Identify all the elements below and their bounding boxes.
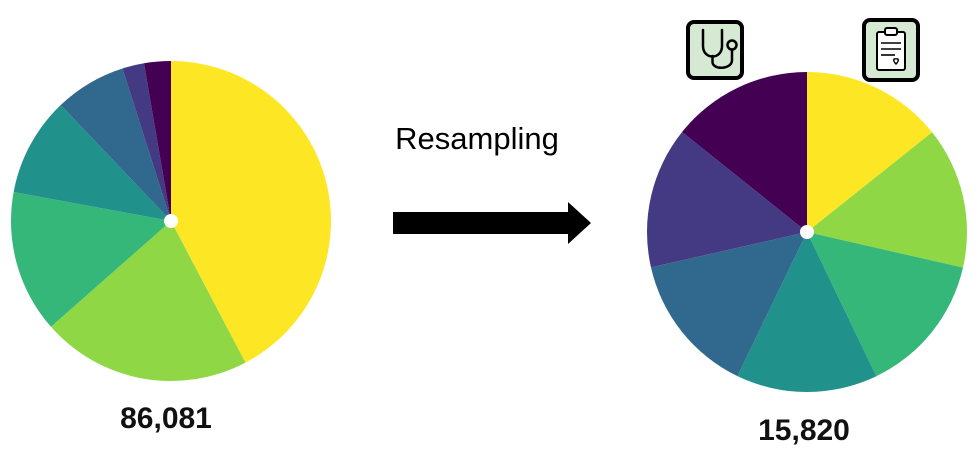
pie-chart-after xyxy=(647,72,967,393)
after-slice-6 xyxy=(647,132,807,268)
after-slice-2 xyxy=(807,132,967,268)
before-slice-6 xyxy=(122,63,171,222)
before-slice-2 xyxy=(50,221,246,382)
after-slice-4 xyxy=(737,232,877,393)
before-slice-4 xyxy=(13,105,171,221)
before-slice-5 xyxy=(60,68,171,221)
after-slice-3 xyxy=(807,232,963,377)
resampling-label: Resampling xyxy=(395,121,559,156)
before-center-dot xyxy=(164,214,178,228)
after-center-dot xyxy=(800,225,814,239)
stethoscope-icon xyxy=(686,20,744,80)
before-slice-7 xyxy=(143,61,171,221)
after-slice-5 xyxy=(650,232,807,377)
before-slice-3 xyxy=(10,192,171,327)
before-slice-1 xyxy=(171,61,332,363)
right-arrow-icon xyxy=(393,202,591,244)
clipboard-heart-icon xyxy=(862,18,920,82)
after-slice-7 xyxy=(682,72,807,232)
resampled-count-label: 15,820 xyxy=(758,414,850,447)
original-count-label: 86,081 xyxy=(120,402,212,435)
pie-chart-before xyxy=(10,61,332,382)
after-slice-1 xyxy=(807,72,933,232)
